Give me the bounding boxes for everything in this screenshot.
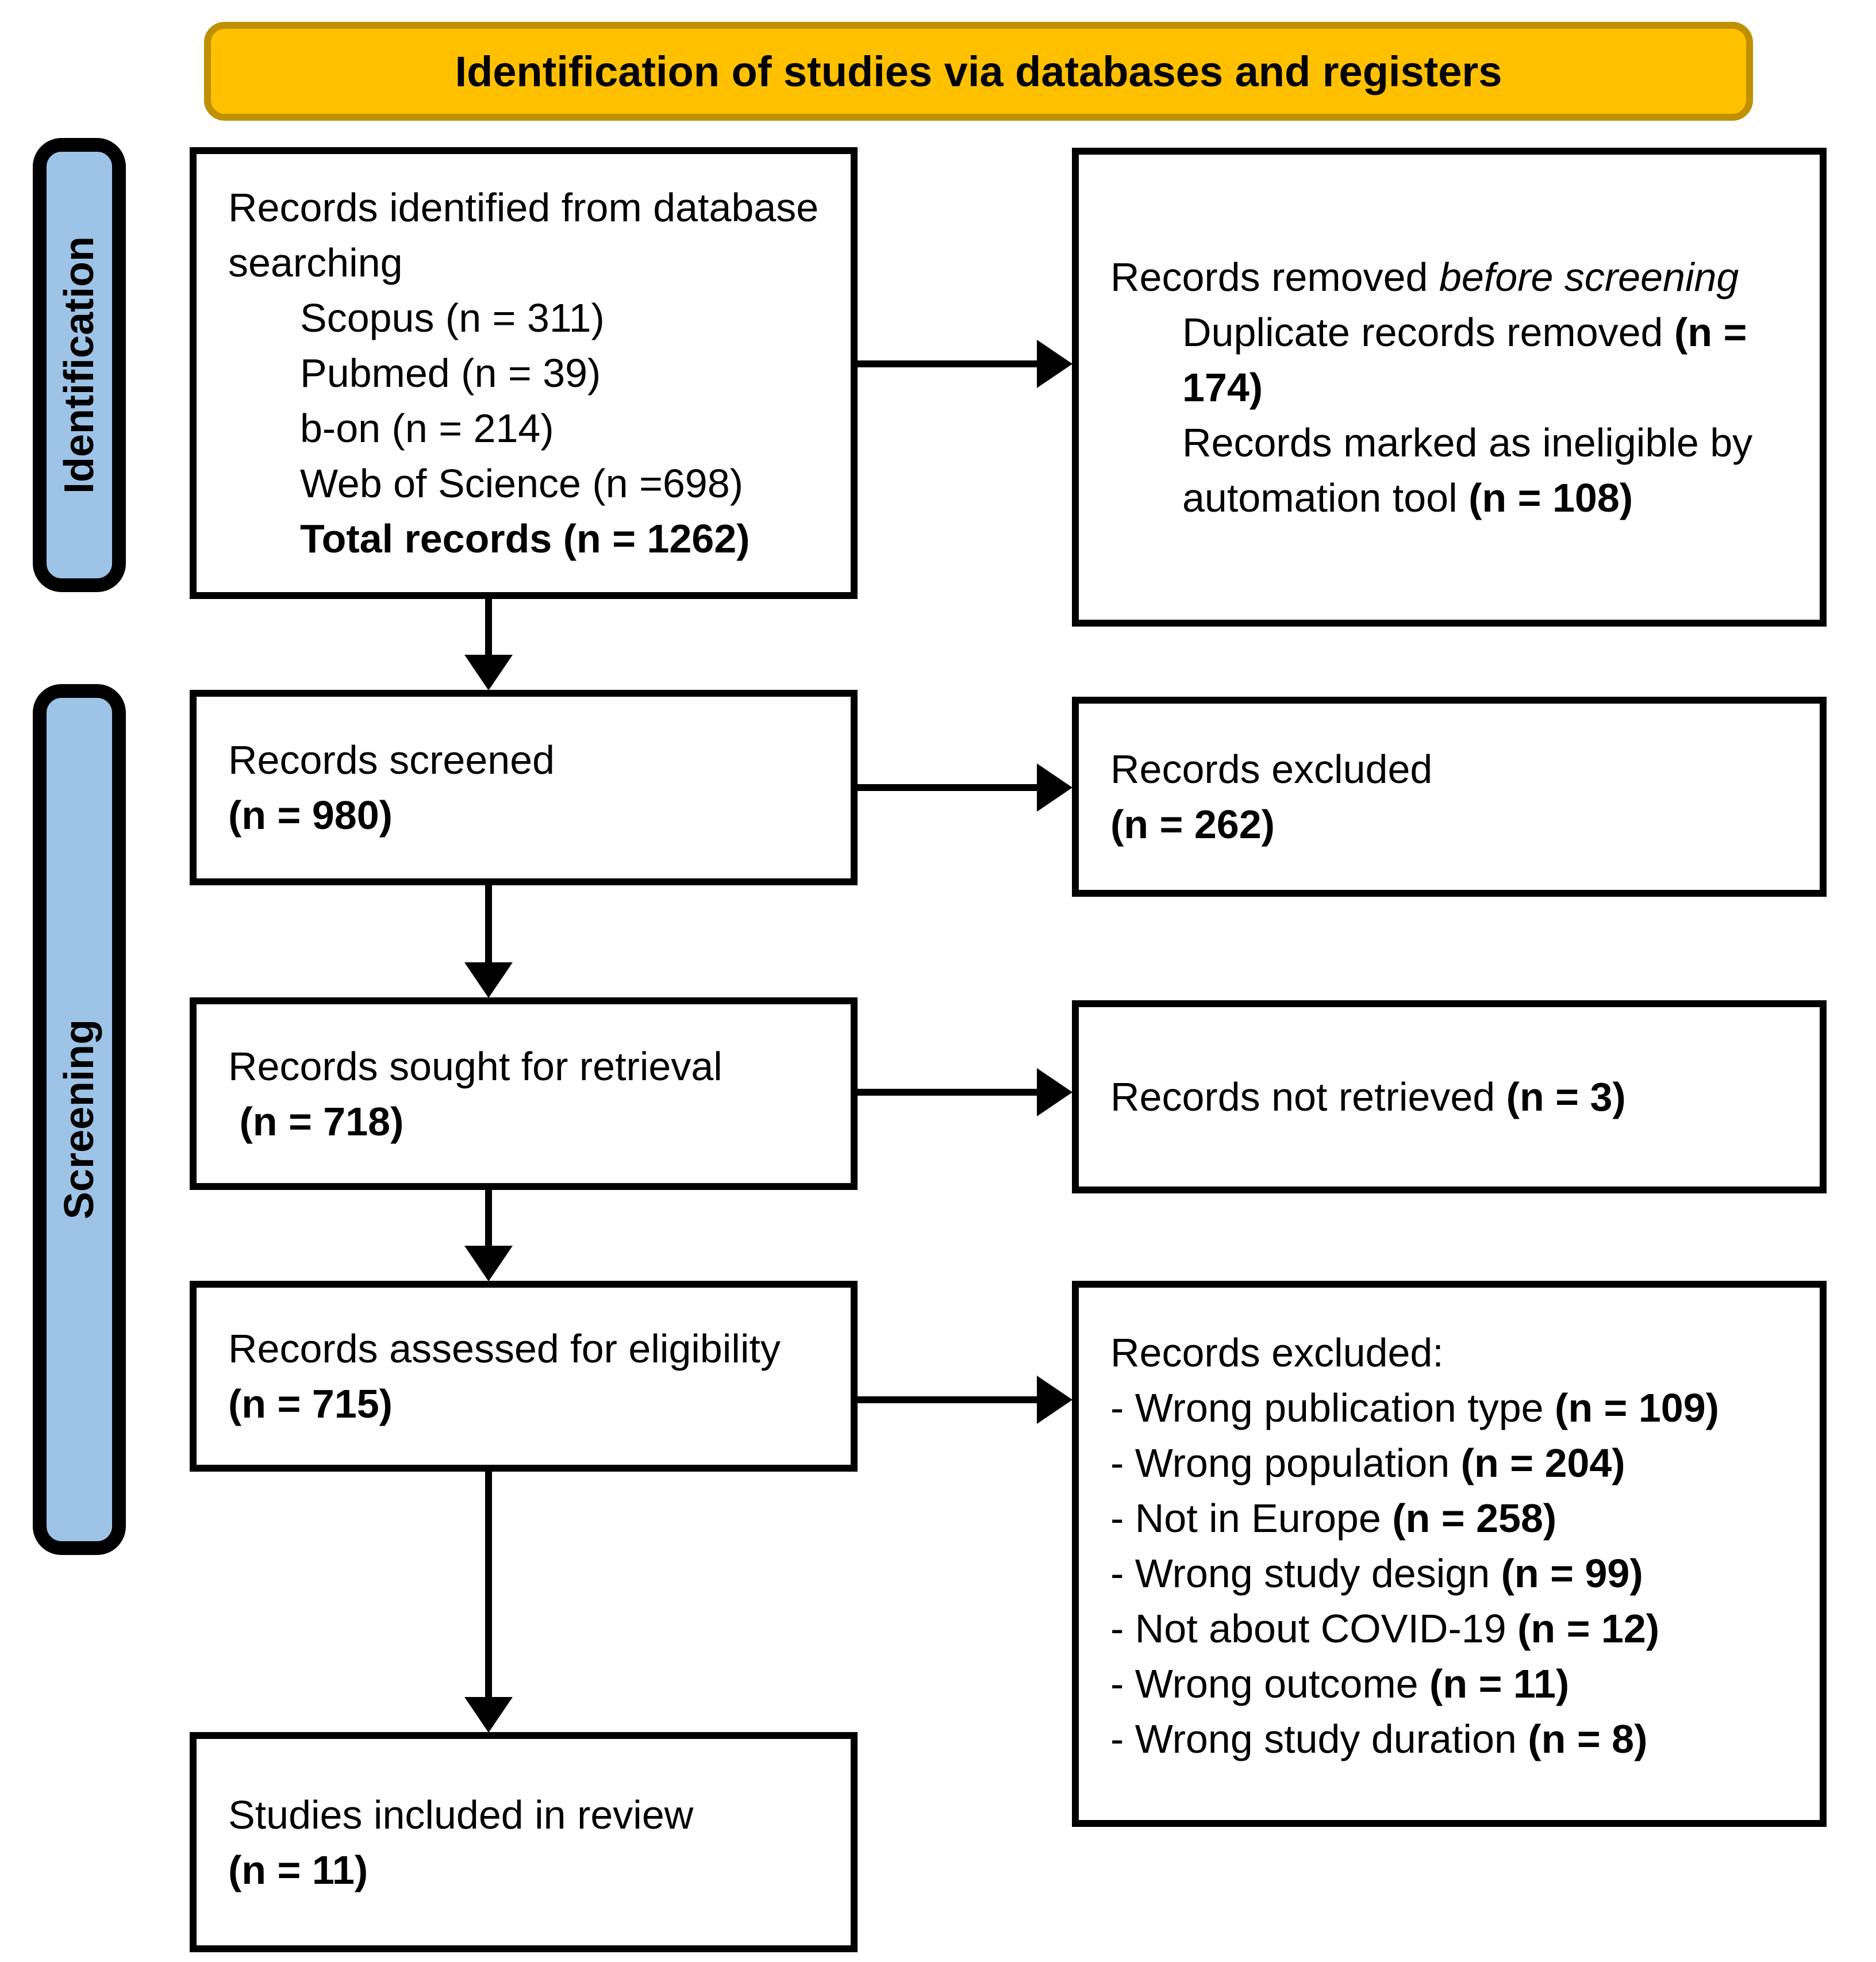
arrow-line [485, 1190, 492, 1246]
reason-publication-type: - Wrong publication type (n = 109) [1110, 1385, 1719, 1430]
arrowhead-down-icon [464, 655, 513, 690]
not-retrieved-label: Records not retrieved (n = 3) [1110, 1074, 1626, 1119]
stage-label-identification: Identification [33, 138, 126, 592]
removed-duplicates-count: 174) [1182, 364, 1263, 410]
box-studies-included: Studies included in review (n = 11) [190, 1732, 858, 1952]
box-records-sought: Records sought for retrieval (n = 718) [190, 997, 858, 1190]
removed-automation-1: Records marked as ineligible by [1182, 420, 1753, 465]
box-records-excluded-reasons: Records excluded: - Wrong publication ty… [1072, 1281, 1827, 1827]
identified-total: Total records (n = 1262) [300, 516, 750, 561]
arrow-line [485, 599, 492, 658]
reason-duration: - Wrong study duration (n = 8) [1110, 1717, 1648, 1761]
reason-population: - Wrong population (n = 204) [1110, 1441, 1625, 1485]
removed-automation-2: automation tool (n = 108) [1182, 475, 1633, 520]
arrowhead-right-icon [1037, 763, 1072, 812]
stage-label-screening: Screening [33, 684, 126, 1555]
arrow-line [485, 885, 492, 963]
included-label: Studies included in review [228, 1792, 694, 1837]
arrow-line [485, 1472, 492, 1698]
identified-source-pubmed: Pubmed (n = 39) [300, 351, 601, 396]
box-records-removed: Records removed before screening Duplica… [1072, 148, 1827, 627]
arrowhead-down-icon [464, 962, 513, 998]
identified-source-wos: Web of Science (n =698) [300, 461, 744, 506]
identified-source-scopus: Scopus (n = 311) [300, 295, 605, 340]
assessed-count: (n = 715) [228, 1381, 393, 1426]
reasons-title: Records excluded: [1110, 1330, 1444, 1375]
arrow-line [858, 1089, 1040, 1096]
sought-count: (n = 718) [228, 1099, 404, 1144]
identified-line-2: searching [228, 240, 403, 285]
banner-title: Identification of studies via databases … [455, 47, 1502, 95]
excluded-count: (n = 262) [1110, 802, 1275, 847]
arrowhead-down-icon [464, 1246, 513, 1281]
reason-not-covid: - Not about COVID-19 (n = 12) [1110, 1606, 1660, 1651]
box-records-assessed: Records assessed for eligibility (n = 71… [190, 1281, 858, 1472]
box-records-not-retrieved: Records not retrieved (n = 3) [1072, 1000, 1827, 1193]
banner: Identification of studies via databases … [204, 22, 1753, 121]
removed-intro: Records removed before screening [1110, 254, 1739, 300]
reason-not-europe: - Not in Europe (n = 258) [1110, 1496, 1557, 1541]
removed-duplicates: Duplicate records removed (n = [1182, 309, 1747, 355]
box-records-identified: Records identified from database searchi… [190, 147, 858, 599]
screened-label: Records screened [228, 738, 555, 782]
sought-label: Records sought for retrieval [228, 1043, 722, 1089]
arrowhead-right-icon [1037, 340, 1072, 388]
screened-count: (n = 980) [228, 793, 393, 838]
arrow-line [858, 1396, 1040, 1403]
arrow-line [858, 360, 1040, 367]
identified-line-1: Records identified from database [228, 185, 819, 230]
reason-outcome: - Wrong outcome (n = 11) [1110, 1661, 1570, 1706]
arrowhead-right-icon [1037, 1376, 1072, 1424]
arrow-line [858, 784, 1040, 791]
arrowhead-down-icon [464, 1697, 513, 1733]
excluded-label: Records excluded [1110, 747, 1433, 792]
included-count: (n = 11) [228, 1847, 368, 1892]
box-records-excluded: Records excluded (n = 262) [1072, 697, 1827, 897]
arrowhead-right-icon [1037, 1068, 1072, 1116]
stage-label-identification-text: Identification [56, 236, 102, 494]
assessed-label: Records assessed for eligibility [228, 1326, 781, 1371]
stage-label-screening-text: Screening [56, 1019, 102, 1220]
reason-study-design: - Wrong study design (n = 99) [1110, 1551, 1643, 1596]
box-records-screened: Records screened (n = 980) [190, 690, 858, 885]
identified-source-bon: b-on (n = 214) [300, 406, 554, 451]
